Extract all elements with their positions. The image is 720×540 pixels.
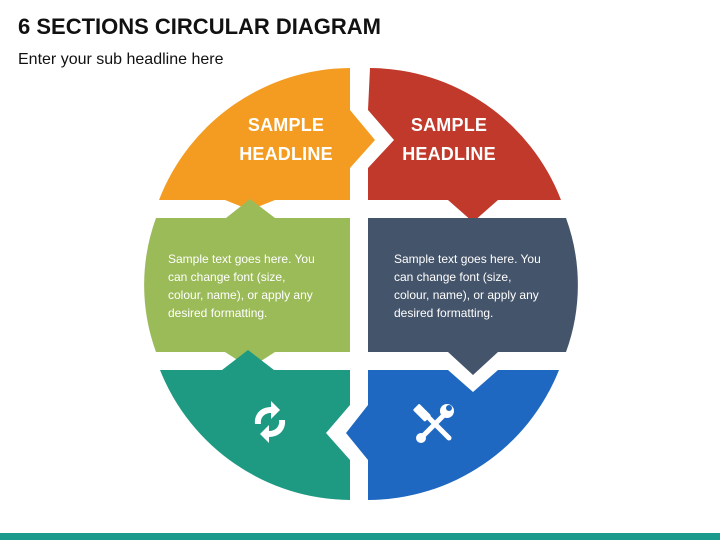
- headline-line-2: HEADLINE: [402, 144, 496, 164]
- section-top-left: [159, 68, 375, 210]
- section-top-left-headline: SAMPLE HEADLINE: [206, 111, 366, 169]
- text-line: desired formatting.: [394, 306, 494, 320]
- section-middle-right-text: Sample text goes here. You can change fo…: [394, 250, 566, 322]
- text-line: can change font (size,: [394, 270, 512, 284]
- section-middle-left: [144, 199, 350, 368]
- text-line: colour, name), or apply any: [168, 288, 313, 302]
- section-middle-left-text: Sample text goes here. You can change fo…: [168, 250, 340, 322]
- text-line: desired formatting.: [168, 306, 268, 320]
- text-line: can change font (size,: [168, 270, 286, 284]
- headline-line-2: HEADLINE: [239, 144, 333, 164]
- section-top-right-headline: SAMPLE HEADLINE: [369, 111, 529, 169]
- text-line: Sample text goes here. You: [168, 252, 315, 266]
- headline-line-1: SAMPLE: [247, 115, 325, 135]
- section-middle-right: [368, 218, 578, 375]
- text-line: Sample text goes here. You: [394, 252, 541, 266]
- hammer-wrench-icon: [413, 404, 454, 443]
- footer-bar: [0, 533, 720, 540]
- section-bottom-left: [160, 350, 350, 500]
- section-top-right: [368, 68, 561, 222]
- text-line: colour, name), or apply any: [394, 288, 539, 302]
- headline-line-1: SAMPLE: [410, 115, 488, 135]
- page-title: 6 SECTIONS CIRCULAR DIAGRAM: [18, 14, 382, 39]
- refresh-arrows-icon: [254, 401, 286, 443]
- page-subtitle: Enter your sub headline here: [18, 51, 224, 68]
- section-bottom-right: [346, 370, 559, 500]
